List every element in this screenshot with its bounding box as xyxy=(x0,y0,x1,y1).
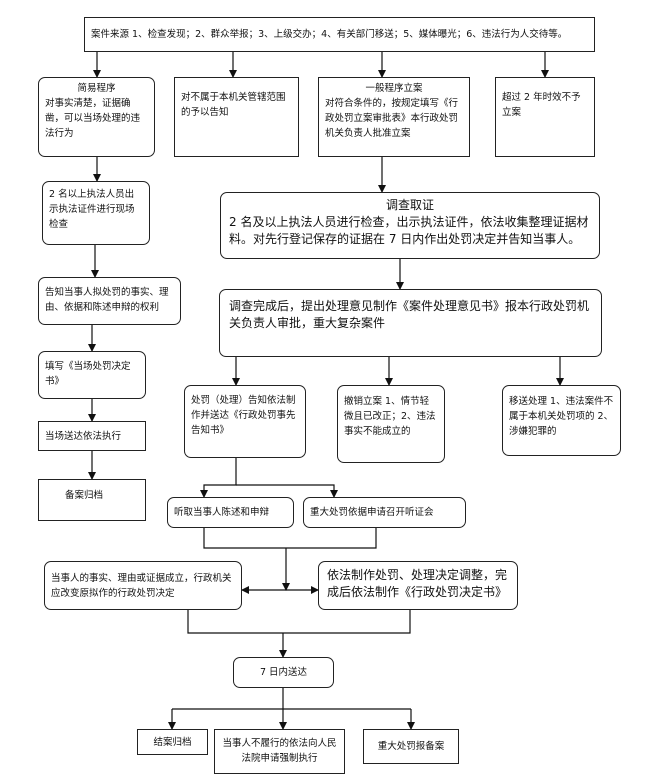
hear-statement-box: 听取当事人陈述和申辩 xyxy=(167,497,294,528)
general-procedure-title: 一般程序立案 xyxy=(365,83,423,94)
archive-box-1: 备案归档 xyxy=(38,479,146,521)
investigate-box: 调查取证 2 名及以上执法人员进行检查，出示执法证件，依法收集整理证据材料。对先… xyxy=(220,192,600,259)
simple-procedure-box: 简易程序 对事实清楚，证据确凿，可以当场处理的违法行为 xyxy=(38,77,155,157)
make-decision-box: 依法制作处罚、处理决定调整，完成后依法制作《行政处罚决定书》 xyxy=(318,561,518,610)
fill-decision-box: 填写《当场处罚决定书》 xyxy=(38,351,146,399)
general-procedure-box: 一般程序立案 对符合条件的，按规定填写《行政处罚立案审批表》本行政处罚机关负责人… xyxy=(318,77,470,157)
fact-upheld-box: 当事人的事实、理由或证据成立，行政机关应改变原拟作的行政处罚决定 xyxy=(44,561,242,610)
investigate-text: 2 名及以上执法人员进行检查，出示执法证件，依法收集整理证据材料。对先行登记保存… xyxy=(229,215,589,246)
deliver-7days-box: 7 日内送达 xyxy=(233,657,334,688)
line-decision-deliver xyxy=(187,610,411,634)
general-procedure-text: 对符合条件的，按规定填写《行政处罚立案审批表》本行政处罚机关负责人批准立案 xyxy=(325,98,459,139)
report-box: 调查完成后，提出处理意见制作《案件处理意见书》报本行政处罚机关负责人审批，重大复… xyxy=(219,289,602,357)
onsite-inspection-box: 2 名以上执法人员出示执法证件进行现场检查 xyxy=(42,181,150,245)
hearing-box: 重大处罚依据申请召开听证会 xyxy=(303,497,466,528)
transfer-box: 移送处理 1、违法案件不属于本机关处罚项的 2、涉嫌犯罪的 xyxy=(502,385,621,456)
pre-notice-box: 处罚（处理）告知依法制作并送达《行政处罚事先告知书》 xyxy=(184,385,306,458)
archive-box-2: 结案归档 xyxy=(137,729,208,755)
expired-box: 超过 2 年时效不予立案 xyxy=(495,77,595,157)
investigate-title: 调查取证 xyxy=(385,198,434,212)
line-hear-merge xyxy=(203,528,377,549)
enforce-box: 当事人不履行的依法向人民法院申请强制执行 xyxy=(214,729,345,774)
simple-procedure-title: 简易程序 xyxy=(77,83,116,94)
not-jurisdiction-box: 对不属于本机关管辖范围的予以告知 xyxy=(174,77,299,157)
simple-procedure-text: 对事实清楚，证据确凿，可以当场处理的违法行为 xyxy=(45,98,141,139)
major-report-box: 重大处罚报备案 xyxy=(363,729,459,764)
cancel-case-box: 撤销立案 1、情节轻微且已改正；2、违法事实不能成立的 xyxy=(337,385,445,463)
line-prenotice-split xyxy=(200,458,237,498)
inform-rights-box: 告知当事人拟处罚的事实、理由、依据和陈述申辩的权利 xyxy=(38,277,181,325)
onsite-deliver-box: 当场送达依法执行 xyxy=(38,421,146,451)
case-source-box: 案件来源 1、检查发现；2、群众举报；3、上级交办；4、有关部门移送；5、媒体曝… xyxy=(84,17,595,52)
line-prenotice-hearing xyxy=(236,484,338,498)
